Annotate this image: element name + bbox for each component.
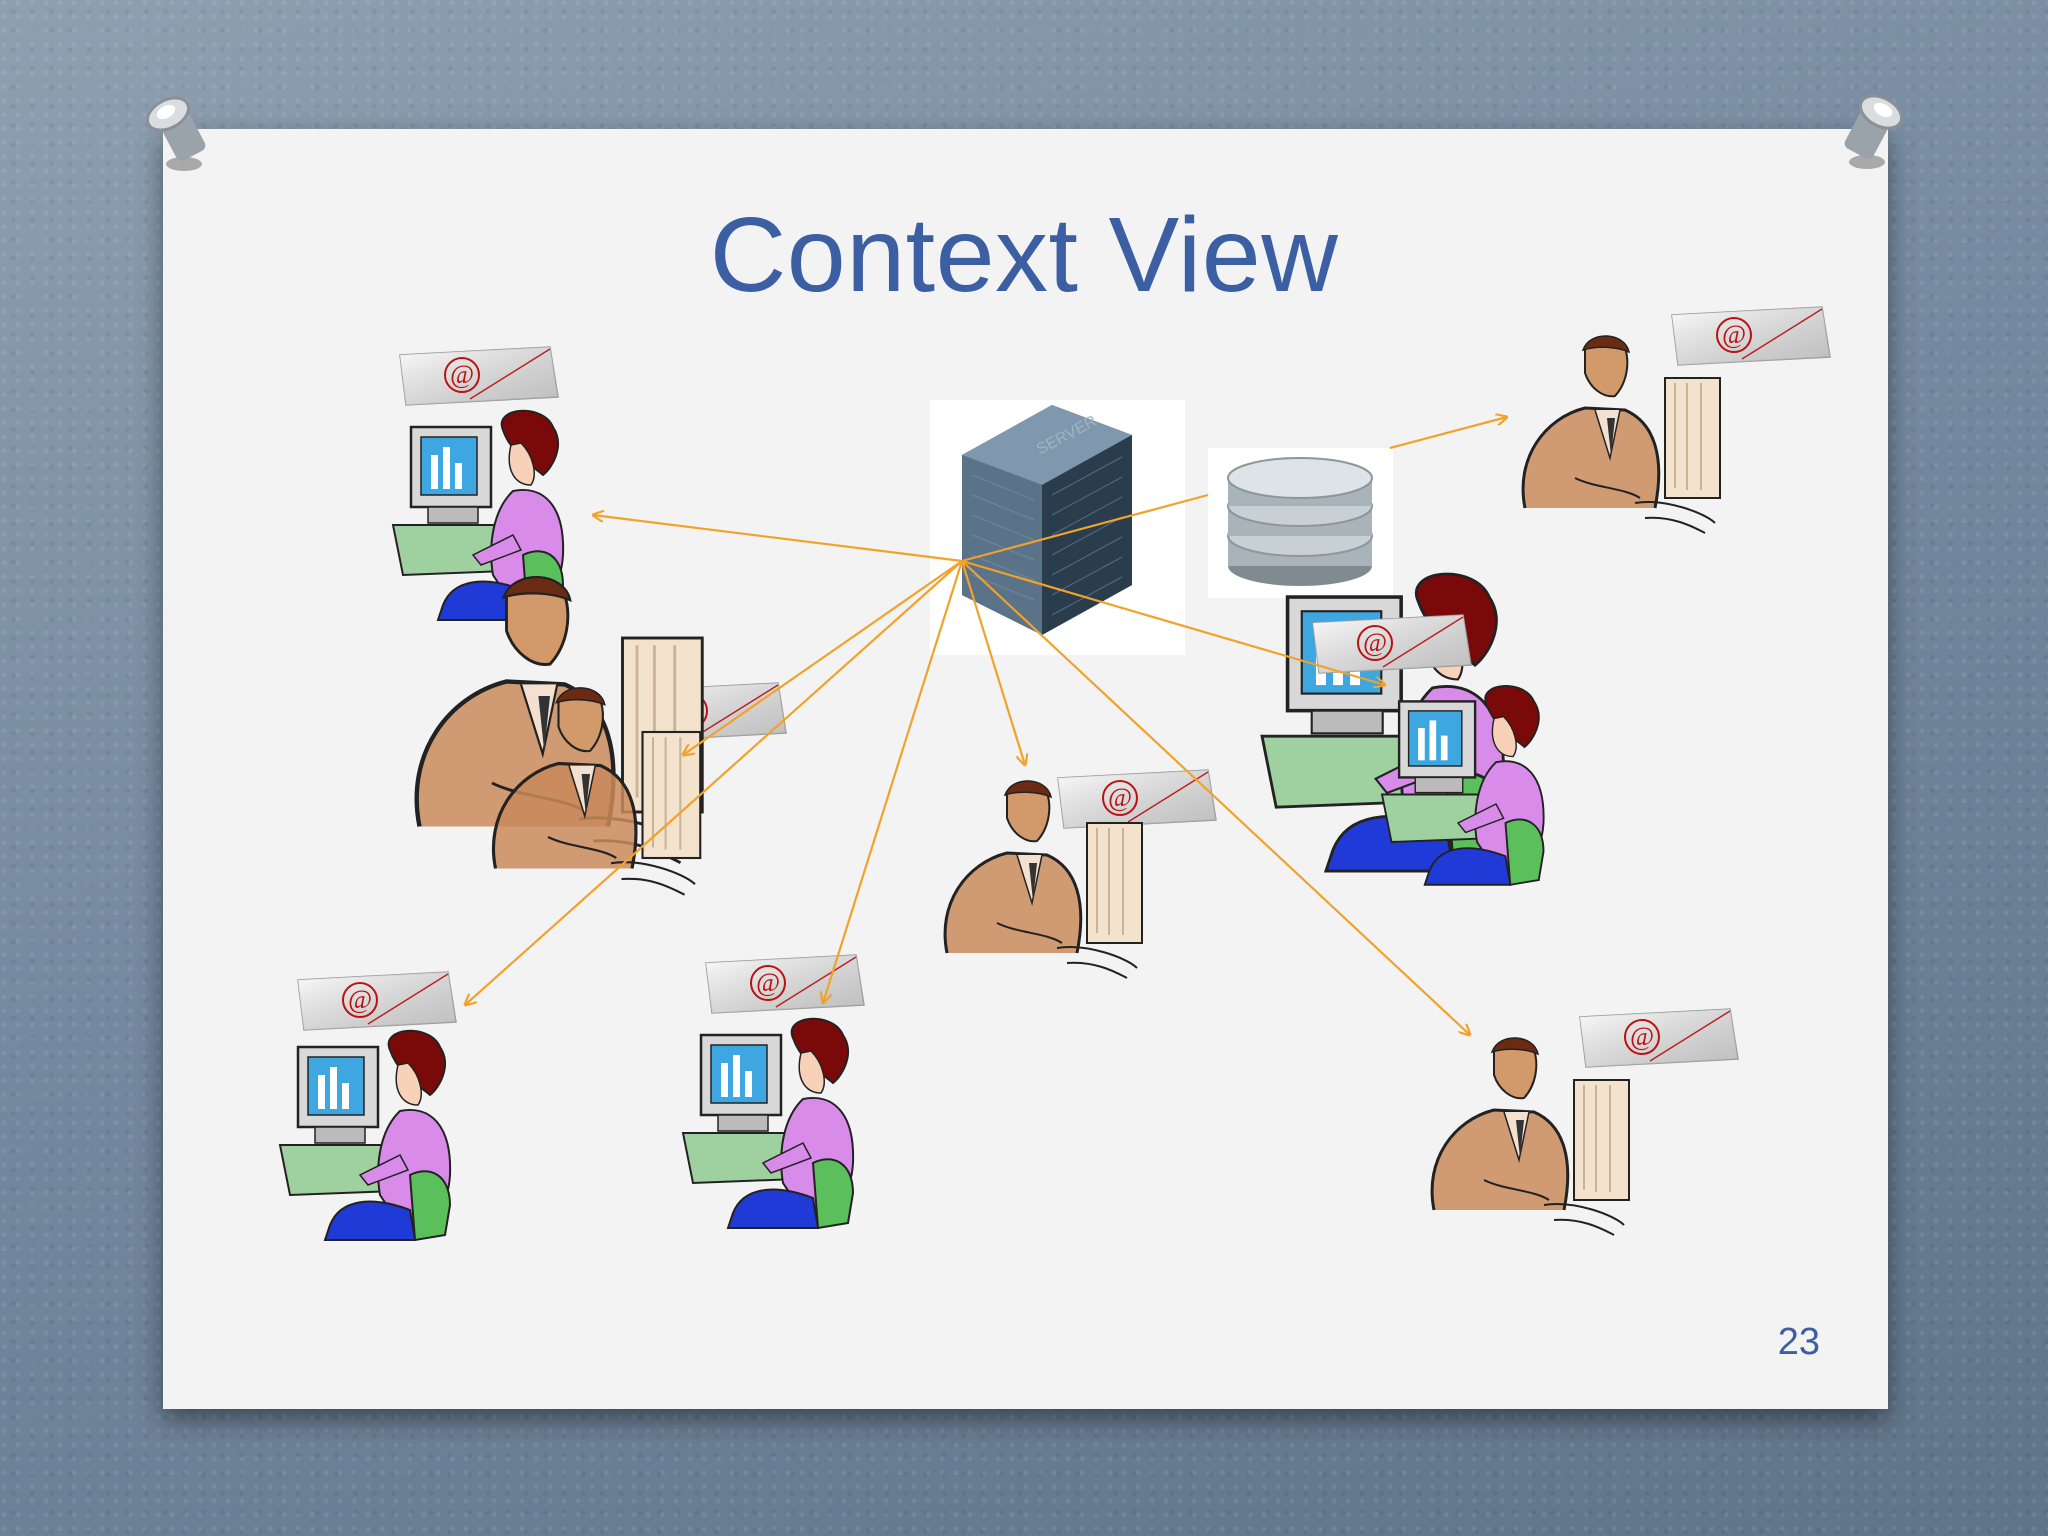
arrow <box>1389 417 1507 450</box>
email-envelope-icon <box>297 971 457 1031</box>
woman-at-computer-icon <box>681 1017 855 1230</box>
user-man-center <box>943 769 1217 980</box>
woman-at-computer-icon <box>278 1029 452 1242</box>
user-man-top-right <box>1521 306 1831 535</box>
user-woman-bottom-left <box>278 971 457 1242</box>
connection-arrows <box>465 417 1507 1035</box>
arrow <box>961 493 1209 563</box>
email-envelope-icon <box>705 954 865 1014</box>
email-envelope-icon <box>1312 614 1472 674</box>
email-envelope-icon <box>1057 769 1217 829</box>
arrow <box>593 515 963 563</box>
email-envelope-icon <box>1579 1008 1739 1068</box>
man-at-computer-icon <box>1430 1036 1631 1237</box>
arrow <box>823 560 964 1003</box>
email-envelope-icon <box>399 346 559 406</box>
database-icon <box>1207 447 1394 599</box>
arrow <box>465 560 963 1005</box>
page-number: 23 <box>1777 1321 1820 1363</box>
email-envelope-icon <box>1671 306 1831 366</box>
arrow <box>961 559 1385 685</box>
slide-title: Context View <box>709 196 1339 314</box>
man-at-computer-icon <box>1521 334 1722 535</box>
user-woman-large-right <box>1260 572 1545 886</box>
push-pin-icon <box>1837 86 1907 176</box>
push-pin-icon <box>142 88 212 178</box>
server-icon: SERVER <box>930 400 1185 655</box>
arrow <box>960 560 1025 765</box>
user-woman-bottom-middle <box>681 954 865 1230</box>
user-man-bottom-right <box>1430 1008 1739 1237</box>
arrow <box>961 560 1470 1035</box>
arrow <box>683 560 963 755</box>
user-man-large-left <box>417 577 787 897</box>
